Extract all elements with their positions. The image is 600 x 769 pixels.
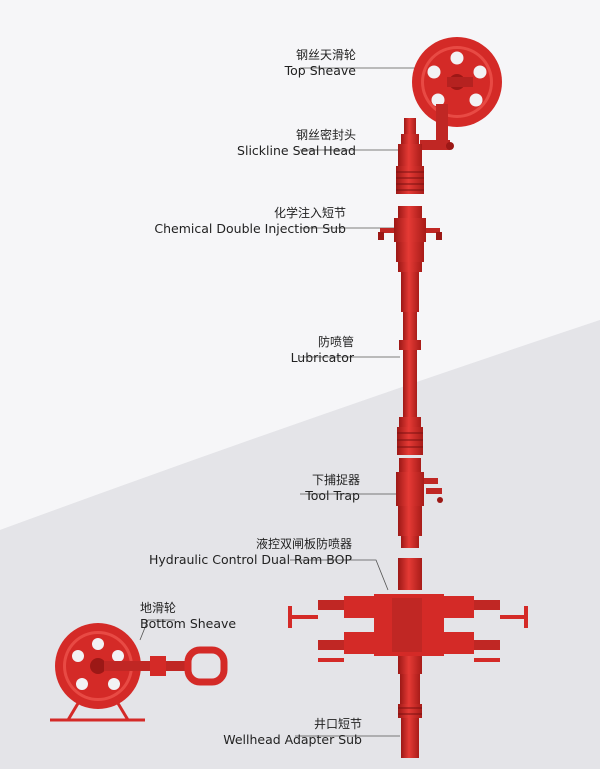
bop-graphic xyxy=(288,558,528,674)
chemical-injection-graphic xyxy=(378,206,442,272)
label-en: Tool Trap xyxy=(305,488,360,504)
label-en: Hydraulic Control Dual Ram BOP xyxy=(148,552,352,568)
label-slickline-seal-head: 钢丝密封头 Slickline Seal Head xyxy=(237,127,356,160)
label-zh: 钢丝密封头 xyxy=(295,128,356,142)
label-tool-trap: 下捕捉器 Tool Trap xyxy=(305,472,360,505)
label-lubricator: 防喷管 Lubricator xyxy=(291,334,354,367)
label-en: Lubricator xyxy=(290,350,354,366)
label-en: Top Sheave xyxy=(284,63,356,79)
label-en: Slickline Seal Head xyxy=(237,143,356,159)
label-zh: 下捕捉器 xyxy=(311,473,360,487)
label-zh: 井口短节 xyxy=(313,717,362,731)
label-en: Bottom Sheave xyxy=(140,616,237,632)
label-bottom-sheave: 地滑轮 Bottom Sheave xyxy=(140,600,236,633)
label-chemical-injection-sub: 化学注入短节 Chemical Double Injection Sub xyxy=(154,205,346,238)
lubricator-graphic xyxy=(397,272,423,455)
label-en: Wellhead Adapter Sub xyxy=(223,732,362,748)
label-en: Chemical Double Injection Sub xyxy=(154,221,346,237)
label-zh: 钢丝天滑轮 xyxy=(295,48,356,62)
wellhead-graphic xyxy=(398,674,422,758)
top-sheave-graphic xyxy=(412,37,502,150)
label-zh: 液控双闸板防喷器 xyxy=(255,537,352,551)
label-zh: 地滑轮 xyxy=(140,601,177,615)
label-wellhead-adapter-sub: 井口短节 Wellhead Adapter Sub xyxy=(223,716,362,749)
label-zh: 防喷管 xyxy=(317,335,354,349)
tool-trap-graphic xyxy=(396,458,443,548)
seal-head-graphic xyxy=(396,118,424,194)
label-zh: 化学注入短节 xyxy=(273,206,346,220)
bottom-sheave-graphic xyxy=(50,623,228,722)
label-top-sheave: 钢丝天滑轮 Top Sheave xyxy=(285,47,356,80)
label-dual-ram-bop: 液控双闸板防喷器 Hydraulic Control Dual Ram BOP xyxy=(149,536,352,569)
